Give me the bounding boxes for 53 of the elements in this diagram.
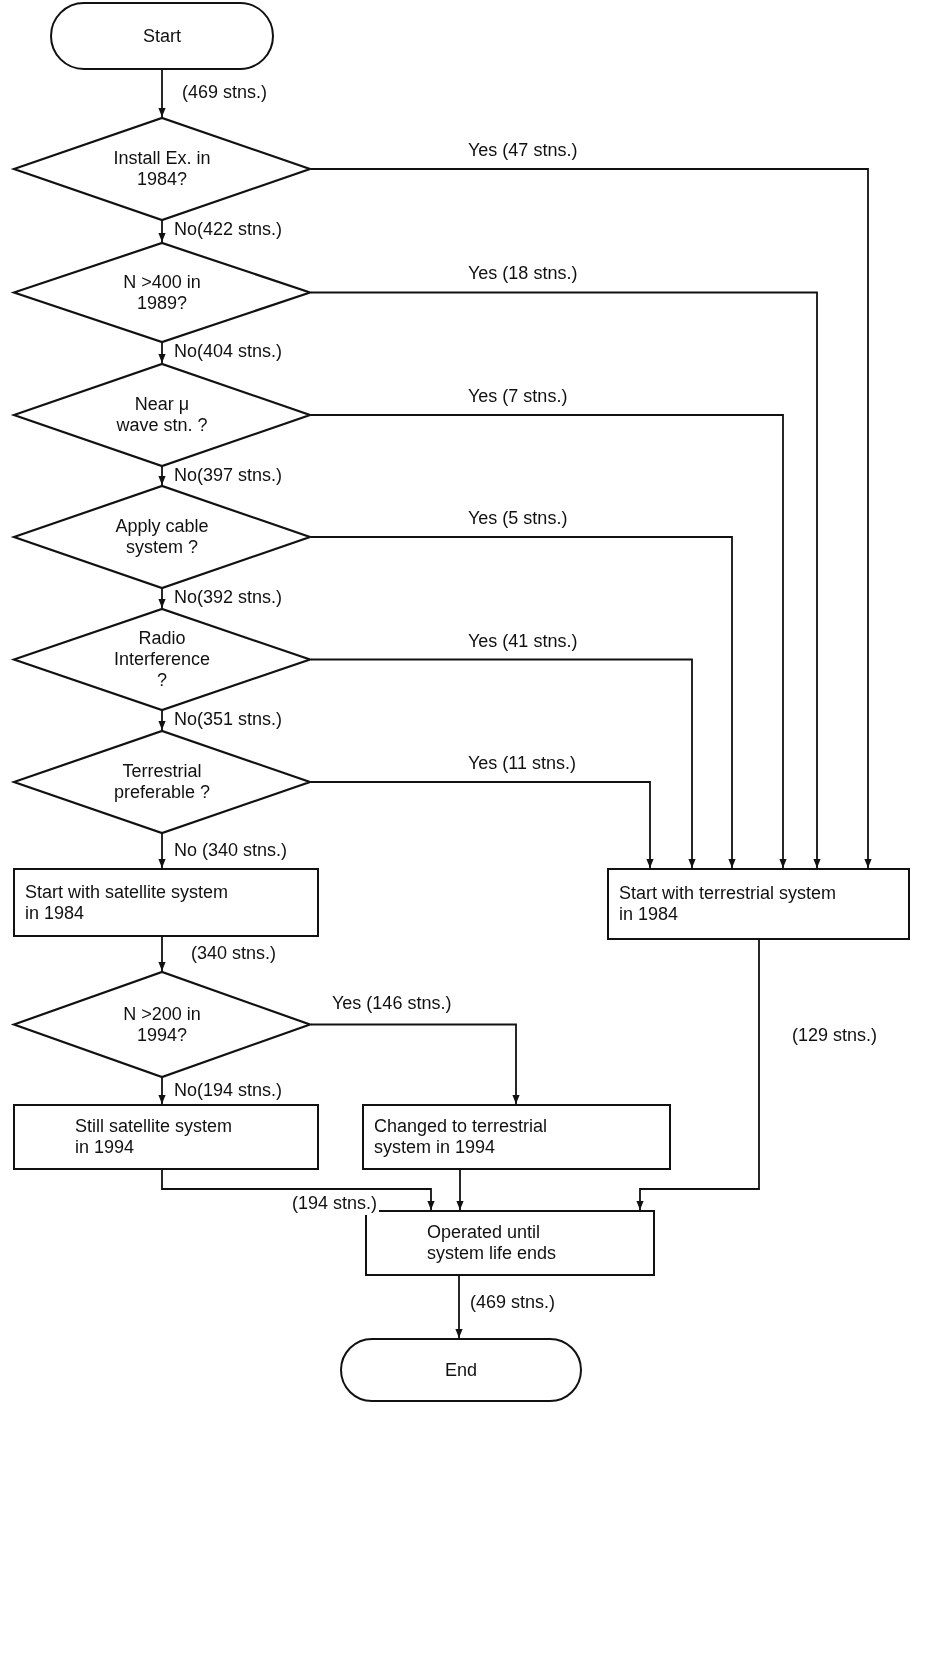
process-box: [362, 1104, 671, 1170]
node-label: Changed to terrestrial system in 1994: [374, 1116, 549, 1158]
arrow: [158, 1077, 166, 1105]
node-label: Still satellite system in 1994: [75, 1116, 234, 1158]
node-label: Operated until system life ends: [427, 1222, 558, 1264]
process-box: [13, 1104, 319, 1170]
node-label: Radio Interference ?: [112, 628, 212, 691]
node-label: Terrestrial preferable ?: [112, 761, 212, 803]
edge-label: Yes (7 stns.): [466, 386, 570, 408]
arrow: [158, 588, 166, 609]
decision-diamond: [13, 117, 311, 221]
terminal-box: [340, 1338, 582, 1402]
arrow: [310, 291, 821, 869]
edge-label: Yes (47 stns.): [466, 140, 580, 162]
arrow: [158, 833, 166, 869]
edge-label: (194 stns.): [290, 1193, 380, 1215]
decision-diamond: [13, 242, 311, 343]
node-label: Near μ wave stn. ?: [115, 394, 209, 436]
arrow: [158, 220, 166, 243]
node-label: Start: [143, 25, 181, 47]
node-label: Install Ex. in 1984?: [112, 148, 212, 190]
process-box: [607, 868, 910, 940]
decision-diamond: [13, 730, 311, 834]
decision-diamond: [13, 971, 311, 1078]
arrow: [310, 168, 872, 869]
arrow: [158, 710, 166, 731]
node-label: Start with satellite system in 1984: [25, 881, 230, 924]
arrow: [310, 536, 736, 869]
process-box: [13, 868, 319, 937]
arrow: [158, 466, 166, 486]
arrow: [310, 1023, 520, 1105]
arrow: [456, 1169, 464, 1211]
node-label: Apply cable system ?: [114, 516, 210, 558]
edge-label: Yes (146 stns.): [330, 993, 454, 1015]
arrow: [158, 342, 166, 364]
node-label: End: [445, 1359, 477, 1381]
decision-diamond: [13, 608, 311, 711]
decision-diamond: [13, 363, 311, 467]
decision-diamond: [13, 485, 311, 589]
arrow: [455, 1275, 463, 1339]
node-label: N >200 in 1994?: [122, 1003, 202, 1046]
arrow: [161, 1169, 435, 1211]
arrow: [310, 781, 654, 869]
node-label: Start with terrestrial system in 1984: [619, 883, 838, 925]
edge-label: Yes (18 stns.): [466, 263, 580, 285]
arrow: [310, 414, 787, 869]
edge-label: Yes (41 stns.): [466, 631, 580, 653]
arrow: [158, 936, 166, 972]
node-label: N >400 in 1989?: [122, 271, 202, 314]
edge-label: Yes (5 stns.): [466, 508, 570, 530]
arrow: [158, 69, 166, 118]
arrow: [636, 939, 760, 1211]
arrow: [310, 658, 696, 869]
